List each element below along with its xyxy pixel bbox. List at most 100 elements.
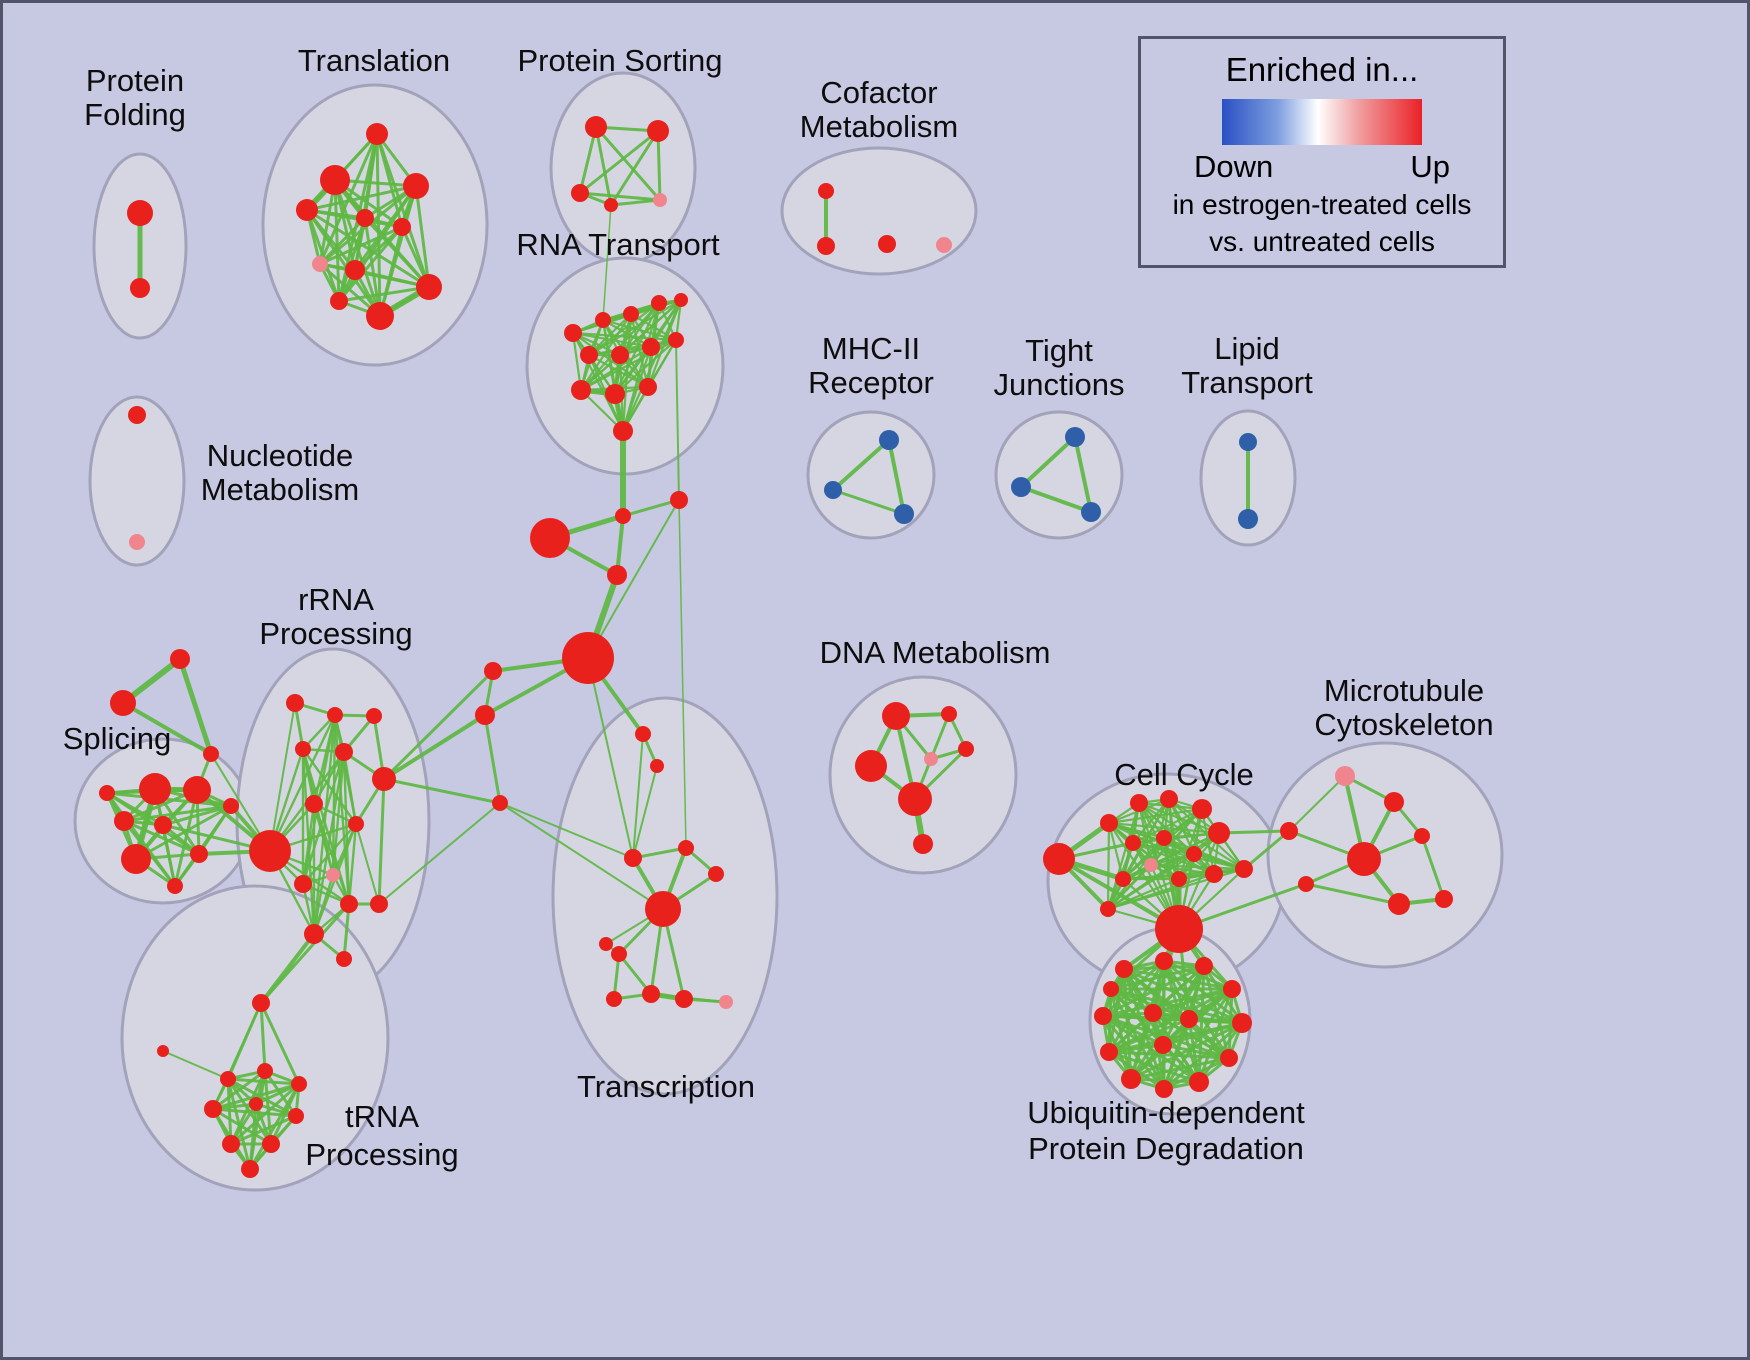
edge bbox=[587, 301, 661, 357]
node-tn8 bbox=[288, 1108, 304, 1124]
node-rt9 bbox=[668, 332, 684, 348]
node-u7 bbox=[1189, 1072, 1209, 1092]
edge bbox=[1106, 852, 1196, 911]
node-r14 bbox=[336, 951, 352, 967]
edge bbox=[887, 438, 906, 516]
edge bbox=[1101, 1014, 1166, 1091]
edge bbox=[621, 498, 681, 518]
node-cm1 bbox=[818, 183, 834, 199]
node-tc6 bbox=[708, 866, 724, 882]
node-tj3 bbox=[1081, 502, 1101, 522]
node-r7 bbox=[249, 830, 291, 872]
edge bbox=[587, 298, 683, 357]
cluster-label-mhc-ii-receptor: Receptor bbox=[808, 365, 934, 400]
edge bbox=[1162, 836, 1246, 871]
edge bbox=[121, 701, 213, 756]
edge bbox=[1107, 1050, 1231, 1060]
edge bbox=[1109, 987, 1133, 1081]
node-x3 bbox=[607, 565, 627, 585]
cluster-label-protein-folding: Protein bbox=[86, 63, 184, 98]
node-m2 bbox=[1384, 792, 1404, 812]
node-tn3 bbox=[220, 1071, 236, 1087]
cluster-label-ubiquitin-degradation: Ubiquitin-dependent bbox=[1027, 1095, 1305, 1130]
cluster-label-microtubule-cytoskeleton: Cytoskeleton bbox=[1314, 707, 1493, 742]
edge bbox=[579, 338, 678, 392]
edge bbox=[1019, 435, 1077, 489]
edge bbox=[594, 125, 613, 207]
edge bbox=[318, 216, 367, 266]
node-tc8 bbox=[611, 946, 627, 962]
edge bbox=[1109, 964, 1206, 991]
node-c15 bbox=[1100, 901, 1116, 917]
node-d6 bbox=[898, 782, 932, 816]
cluster-label-ubiquitin-degradation: Protein Degradation bbox=[1028, 1131, 1304, 1166]
node-u13 bbox=[1144, 1004, 1162, 1022]
node-s6 bbox=[190, 845, 208, 863]
node-d1 bbox=[882, 702, 910, 730]
cluster-trna-processing bbox=[120, 884, 390, 1192]
edge bbox=[248, 1102, 258, 1171]
edge bbox=[382, 713, 487, 781]
edge bbox=[173, 788, 199, 888]
node-tc3 bbox=[624, 849, 642, 867]
node-r11 bbox=[294, 875, 312, 893]
edge bbox=[378, 802, 501, 905]
legend-gradient-bar bbox=[1222, 99, 1422, 145]
node-t10 bbox=[366, 302, 394, 330]
edge bbox=[609, 198, 662, 207]
node-m7 bbox=[1298, 876, 1314, 892]
node-rt5 bbox=[674, 293, 688, 307]
node-r13 bbox=[304, 924, 324, 944]
node-x4 bbox=[484, 662, 502, 680]
node-tn5 bbox=[291, 1076, 307, 1092]
edge bbox=[1217, 829, 1291, 835]
edge bbox=[831, 488, 906, 516]
node-tn2 bbox=[157, 1045, 169, 1057]
cluster-label-lipid-transport: Lipid bbox=[1214, 331, 1280, 366]
node-t2 bbox=[320, 165, 350, 195]
node-u11 bbox=[1094, 1007, 1112, 1025]
edge bbox=[305, 208, 431, 289]
node-m1 bbox=[1335, 766, 1355, 786]
edge bbox=[1107, 1050, 1166, 1091]
node-hub2 bbox=[562, 632, 614, 684]
edge bbox=[211, 1082, 301, 1111]
node-tc10 bbox=[606, 991, 622, 1007]
cluster-label-microtubule-cytoskeleton: Microtubule bbox=[1324, 673, 1484, 708]
node-d3 bbox=[855, 750, 887, 782]
node-tc11 bbox=[675, 990, 693, 1008]
edge bbox=[337, 184, 418, 303]
edge bbox=[212, 1002, 262, 1110]
node-s7 bbox=[223, 798, 239, 814]
node-r2 bbox=[327, 707, 343, 723]
edge bbox=[337, 285, 431, 303]
node-s1 bbox=[139, 773, 171, 805]
edge bbox=[1101, 1014, 1165, 1047]
node-tn6 bbox=[204, 1100, 222, 1118]
edge bbox=[632, 765, 658, 859]
node-r6 bbox=[372, 767, 396, 791]
node-r9 bbox=[326, 868, 340, 882]
edge bbox=[105, 791, 233, 808]
edge bbox=[1121, 836, 1166, 881]
node-pf2 bbox=[130, 278, 150, 298]
edge bbox=[382, 669, 495, 781]
edge bbox=[1242, 829, 1291, 871]
node-d2 bbox=[941, 706, 957, 722]
cluster-label-protein-sorting: Protein Sorting bbox=[517, 43, 722, 78]
edge bbox=[1131, 797, 1171, 845]
edge bbox=[656, 129, 662, 202]
edge bbox=[609, 129, 660, 207]
edge bbox=[347, 822, 358, 906]
cluster-label-nucleotide-metabolism: Nucleotide bbox=[207, 438, 353, 473]
node-mh3 bbox=[894, 504, 914, 524]
cluster-label-rna-transport: RNA Transport bbox=[516, 227, 720, 262]
edge bbox=[414, 184, 431, 289]
legend-ends: Down Up bbox=[1194, 149, 1450, 185]
edge bbox=[632, 733, 644, 859]
edge bbox=[1149, 863, 1246, 871]
cluster-mhc-ii-receptor bbox=[806, 410, 936, 540]
node-d7 bbox=[913, 834, 933, 854]
edge bbox=[211, 1069, 267, 1111]
edge bbox=[1197, 964, 1206, 1084]
